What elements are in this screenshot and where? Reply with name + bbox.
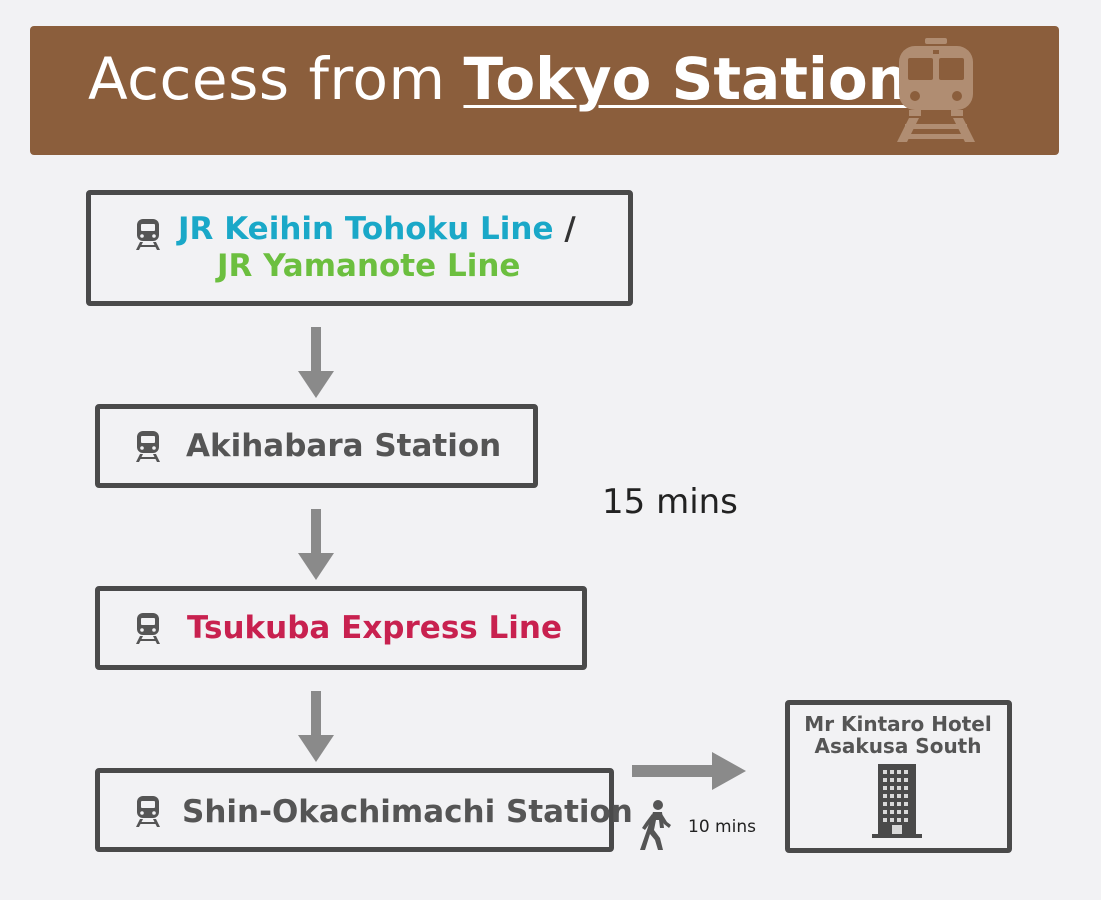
- arrow-down-icon: [298, 691, 334, 762]
- hotel-name: Mr Kintaro Hotel Asakusa South: [790, 713, 1006, 757]
- train-icon: [897, 38, 975, 142]
- tsukuba-express-line: Tsukuba Express Line: [187, 610, 562, 646]
- hotel-name-line1: Mr Kintaro Hotel: [804, 712, 992, 736]
- shin-okachimachi-station: Shin-Okachimachi Station: [182, 794, 633, 830]
- header-banner: [30, 26, 1059, 155]
- jr-keihin-tohoku-line: JR Keihin Tohoku Line: [178, 211, 554, 247]
- route-step-akihabara: [95, 404, 538, 488]
- train-icon: [136, 431, 160, 462]
- jr-yamanote-line: JR Yamanote Line: [217, 248, 521, 284]
- arrow-down-icon: [298, 327, 334, 398]
- train-icon: [136, 613, 160, 644]
- route-step-shin-okachimachi: [95, 768, 614, 852]
- route-step-jr-lines: [86, 190, 633, 306]
- title-emphasis: Tokyo Station: [463, 45, 909, 113]
- train-icon: [136, 219, 160, 250]
- walk-duration: 10 mins: [688, 817, 756, 837]
- route-step-tsukuba-express: [95, 586, 587, 670]
- arrow-down-icon: [298, 509, 334, 580]
- akihabara-station: Akihabara Station: [186, 428, 502, 464]
- walking-person-icon: [640, 800, 671, 850]
- step-label: JR Keihin Tohoku Line /: [178, 214, 576, 245]
- train-icon: [136, 796, 160, 827]
- train-duration: 15 mins: [602, 482, 738, 522]
- title-prefix: Access from: [88, 45, 446, 113]
- building-icon: [872, 764, 922, 838]
- line-separator: /: [553, 211, 576, 247]
- arrow-right-icon: [632, 752, 746, 790]
- hotel-name-line2: Asakusa South: [814, 734, 982, 758]
